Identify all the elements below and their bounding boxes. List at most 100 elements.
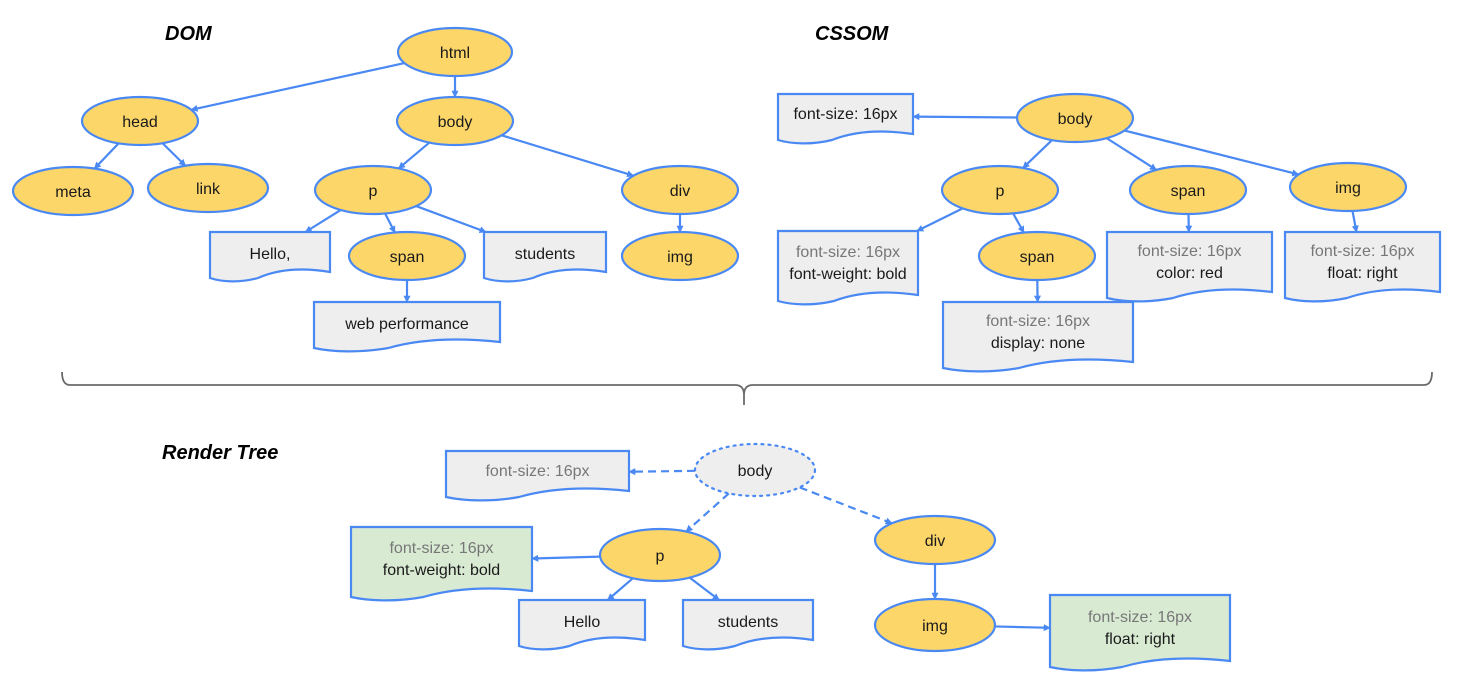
text-node-box: [312, 300, 502, 353]
inherited-style-rule: font-size: 16px: [1137, 243, 1241, 260]
cssom-node-body: body: [1015, 92, 1135, 144]
dom-edge-head-to-meta: [93, 142, 120, 170]
cssom-edge-p-to-p_style: [916, 207, 964, 232]
text-node-box: [681, 598, 815, 651]
node-label: body: [738, 463, 773, 480]
style-rule: font-weight: bold: [789, 266, 906, 283]
dom-edge-p-to-span: [384, 212, 396, 234]
node-label: body: [1058, 111, 1093, 128]
element-ellipse: [1288, 161, 1408, 213]
render-node-div: div: [873, 514, 997, 566]
dom-node-meta: meta: [11, 165, 135, 217]
dom-node-hello: Hello,: [208, 230, 332, 283]
cssom-edge-body-to-span: [1105, 137, 1158, 171]
element-ellipse: [620, 230, 740, 282]
render-node-body: body: [693, 442, 817, 498]
style-box: [1048, 593, 1232, 672]
node-label: p: [996, 183, 1005, 200]
style-rule: font-size: 16px: [793, 106, 897, 123]
element-ellipse: [1128, 164, 1248, 216]
text-node-box: [482, 230, 608, 283]
node-label: span: [1020, 249, 1055, 266]
inherited-style-rule: font-size: 16px: [1310, 243, 1414, 260]
style-box: [444, 449, 631, 502]
dom-node-head: head: [80, 95, 200, 147]
render-edge-img-to-img_style: [994, 624, 1051, 632]
inherited-style-rule: font-size: 16px: [389, 540, 493, 557]
render-node-img: img: [873, 597, 997, 653]
dom-node-students: students: [482, 230, 608, 283]
node-label: link: [196, 181, 221, 198]
text-node-label: students: [515, 246, 575, 263]
node-label: head: [122, 114, 158, 131]
dom-node-body: body: [395, 95, 515, 147]
dom-edge-head-to-link: [161, 142, 187, 167]
element-ellipse: [347, 230, 467, 282]
text-node-box: [208, 230, 332, 283]
cssom-edge-body-to-img: [1124, 129, 1300, 177]
dom-edge-p-to-students: [415, 205, 487, 234]
node-label: span: [1171, 183, 1206, 200]
node-label: html: [440, 45, 470, 62]
cssom-edge-img-to-img_style: [1351, 210, 1359, 233]
node-label: img: [1335, 180, 1361, 197]
cssom-node-img: img: [1288, 161, 1408, 213]
dom-node-p: p: [313, 164, 433, 216]
style-box: [776, 92, 915, 145]
dom-node-img: img: [620, 230, 740, 282]
style-rule: float: right: [1105, 631, 1176, 648]
virtual-element-ellipse: [693, 442, 817, 498]
style-rule: color: red: [1156, 265, 1223, 282]
dom-node-span: span: [347, 230, 467, 282]
node-label: meta: [55, 184, 91, 201]
element-ellipse: [313, 164, 433, 216]
inherited-style-rule: font-size: 16px: [485, 463, 589, 480]
element-ellipse: [873, 597, 997, 653]
render-edge-p-to-p_style: [531, 554, 601, 562]
element-ellipse: [1015, 92, 1135, 144]
cssom-edge-body-to-p: [1022, 139, 1053, 169]
render-tree-section-title: Render Tree: [162, 442, 278, 464]
render-node-p: p: [598, 527, 722, 583]
node-label: div: [670, 183, 690, 200]
node-label: img: [922, 618, 948, 635]
text-node-label: Hello,: [250, 246, 291, 263]
edges-layer: [93, 62, 1359, 632]
inherited-style-rule: font-size: 16px: [796, 244, 900, 261]
render-edge-p-to-hello: [606, 577, 634, 601]
text-node-label: web performance: [344, 316, 469, 333]
dom-edge-body-to-p: [397, 141, 431, 170]
dom-edge-body-to-div: [501, 134, 635, 178]
merge-brace: [61, 371, 1433, 405]
element-ellipse: [940, 164, 1060, 216]
render-edge-body-to-p: [685, 492, 730, 533]
element-ellipse: [598, 527, 722, 583]
element-ellipse: [620, 164, 740, 216]
text-node-label: Hello: [564, 614, 601, 631]
cssom-node-span_style: font-size: 16px color: red: [1105, 230, 1274, 303]
inherited-style-rule: font-size: 16px: [986, 313, 1090, 330]
dom-node-webperf: web performance: [312, 300, 502, 353]
node-label: div: [925, 533, 945, 550]
style-rule: display: none: [991, 335, 1085, 352]
style-box: [776, 229, 920, 306]
dom-node-link: link: [146, 162, 270, 214]
cssom-node-p_style: font-size: 16px font-weight: bold: [776, 229, 920, 306]
cssom-edge-body-to-body_style: [912, 113, 1018, 121]
dom-section-title: DOM: [165, 23, 213, 45]
element-ellipse: [873, 514, 997, 566]
node-label: span: [390, 249, 425, 266]
node-label: img: [667, 249, 693, 266]
cssom-node-p_span_style: font-size: 16px display: none: [941, 300, 1135, 373]
node-label: body: [438, 114, 473, 131]
render-node-body_style: font-size: 16px: [444, 449, 631, 502]
cssom-section-title: CSSOM: [815, 23, 890, 45]
element-ellipse: [977, 230, 1097, 282]
render-edge-body-to-div: [799, 486, 893, 525]
dom-edge-html-to-head: [190, 62, 405, 112]
cssom-node-span: span: [1128, 164, 1248, 216]
